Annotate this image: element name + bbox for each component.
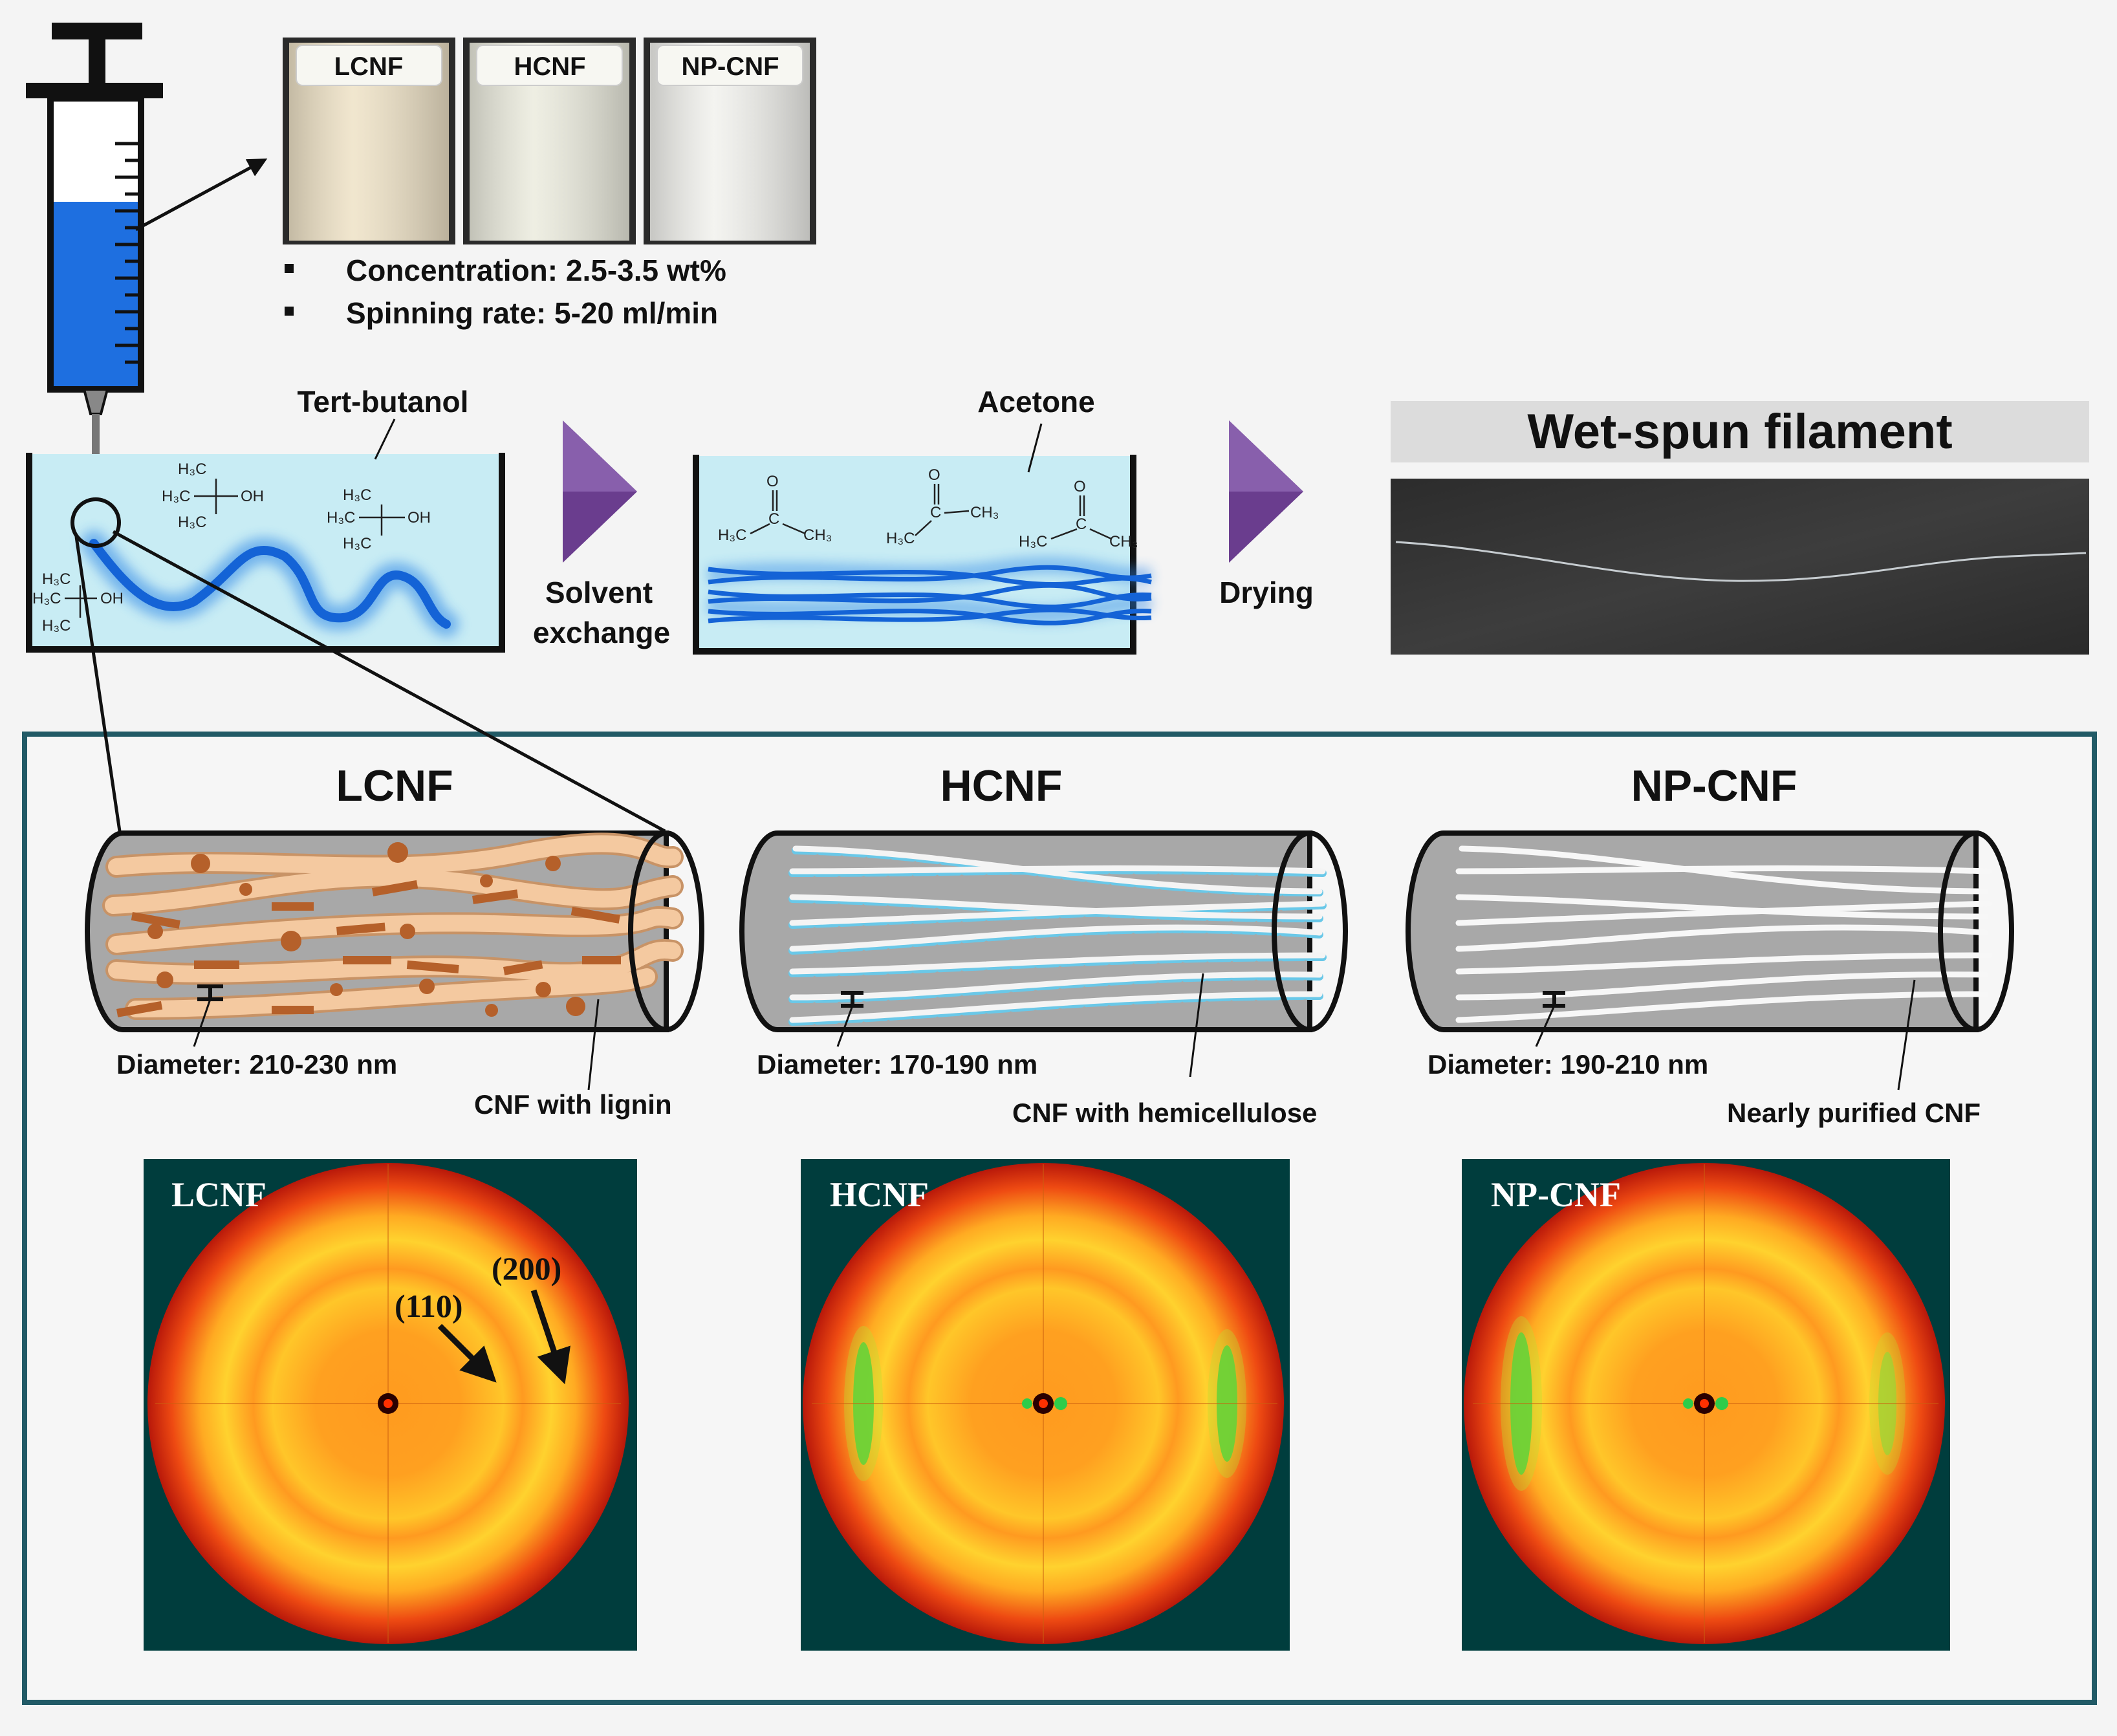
container-photo-lcnf: LCNF — [283, 38, 455, 244]
fiber-composition-lcnf: CNF with lignin — [474, 1089, 672, 1120]
fiber-composition-np-cnf: Nearly purified CNF — [1727, 1098, 1981, 1128]
svg-text:O: O — [766, 473, 779, 490]
svg-text:H₃C: H₃C — [886, 530, 915, 547]
acetone-label: Acetone — [977, 385, 1094, 418]
label-leader-line — [1535, 1005, 1556, 1047]
svg-text:H₃C: H₃C — [32, 590, 61, 607]
fiber-composition-hcnf: CNF with hemicellulose — [1012, 1098, 1317, 1128]
bullet-icon — [285, 264, 294, 273]
syringe-liquid — [54, 202, 138, 386]
xrd-peak-200-label: (200) — [492, 1250, 561, 1286]
solvent-exchange-label: exchange — [533, 616, 670, 649]
xrd-pattern-lcnf: LCNF (110) (200) — [144, 1159, 637, 1651]
svg-text:H₃C: H₃C — [178, 514, 206, 531]
acetone-bath: O C H₃C CH₃ O C H₃C CH₃ O C H₃C CH₃ — [693, 455, 1153, 655]
tert-butanol-bath: H₃C H₃C H₃C OH H₃C H₃C H₃C OH H₃C H₃C H₃… — [26, 453, 505, 653]
solvent-exchange-label: Solvent — [545, 576, 653, 609]
label-leader-line — [374, 418, 396, 460]
svg-text:CH₃: CH₃ — [970, 504, 999, 521]
svg-text:H₃C: H₃C — [162, 488, 190, 505]
svg-text:C: C — [768, 510, 779, 528]
xrd-label-lcnf: LCNF — [171, 1175, 266, 1214]
zoom-line-left — [74, 536, 122, 832]
label-leader-line — [1189, 973, 1204, 1078]
label-leader-line — [1897, 979, 1916, 1090]
lignin-particles — [116, 842, 621, 1017]
svg-text:H₃C: H₃C — [178, 461, 206, 478]
xrd-peak-200-arrow — [530, 1289, 570, 1385]
label-leader-line — [1027, 423, 1043, 473]
svg-text:H₃C: H₃C — [42, 617, 71, 635]
acetone-molecule: O C H₃C CH₃ — [886, 466, 999, 547]
svg-text:CH₃: CH₃ — [1109, 533, 1138, 550]
xrd-peak-110-label: (110) — [395, 1288, 463, 1324]
xrd-pattern-hcnf: HCNF — [801, 1159, 1290, 1651]
syringe-icon — [26, 23, 268, 505]
svg-text:H₃C: H₃C — [343, 535, 371, 552]
svg-text:H₃C: H₃C — [343, 486, 371, 504]
svg-text:H₃C: H₃C — [327, 509, 355, 526]
magnify-circle-icon — [71, 497, 121, 548]
container-label-np-cnf: NP-CNF — [681, 52, 779, 81]
xrd-peak-110-arrow — [437, 1323, 497, 1383]
bullet-icon — [285, 307, 294, 316]
xrd-label-hcnf: HCNF — [830, 1175, 929, 1214]
fiber-title-np-cnf: NP-CNF — [1631, 761, 1797, 810]
acetone-molecule: O C H₃C CH₃ — [718, 473, 832, 544]
fiber-diameter-np-cnf: Diameter: 190-210 nm — [1428, 1049, 1708, 1080]
tert-butanol-label: Tert-butanol — [298, 385, 469, 418]
tert-butanol-molecule: H₃C H₃C H₃C OH — [327, 486, 431, 552]
zoom-line-right — [112, 530, 666, 833]
svg-text:OH: OH — [241, 488, 264, 505]
spinning-rate-text: Spinning rate: 5-20 ml/min — [346, 296, 718, 330]
label-leader-line — [836, 1005, 854, 1047]
container-label-lcnf: LCNF — [334, 52, 404, 81]
filament-photo — [1391, 479, 2089, 655]
syringe-pointer-arrow — [135, 158, 268, 232]
svg-text:OH: OH — [407, 509, 431, 526]
filament-strand — [1395, 541, 2087, 582]
svg-text:H₃C: H₃C — [718, 526, 746, 544]
svg-text:CH₃: CH₃ — [803, 526, 832, 544]
concentration-text: Concentration: 2.5-3.5 wt% — [346, 254, 726, 287]
label-leader-line — [193, 999, 212, 1047]
fiber-title-hcnf: HCNF — [940, 761, 1063, 810]
fiber-cylinder-np-cnf — [1406, 830, 2014, 1032]
label-leader-line — [587, 999, 600, 1090]
xrd-label-np-cnf: NP-CNF — [1491, 1175, 1621, 1214]
svg-text:C: C — [930, 504, 941, 521]
acetone-molecule: O C H₃C CH₃ — [1019, 478, 1138, 550]
fiber-cylinder-lcnf — [85, 830, 704, 1032]
filament-title-bar — [1391, 401, 2089, 462]
svg-text:C: C — [1076, 515, 1087, 533]
container-label-hcnf: HCNF — [514, 52, 585, 81]
drying-label: Drying — [1219, 576, 1314, 609]
xrd-pattern-np-cnf: NP-CNF — [1462, 1159, 1950, 1651]
svg-text:OH: OH — [100, 590, 124, 607]
filament-title: Wet-spun filament — [1527, 404, 1952, 459]
svg-text:O: O — [928, 466, 940, 484]
svg-text:H₃C: H₃C — [42, 570, 71, 588]
container-photo-hcnf: HCNF — [463, 38, 636, 244]
fiber-diameter-lcnf: Diameter: 210-230 nm — [116, 1049, 397, 1080]
fiber-diameter-hcnf: Diameter: 170-190 nm — [757, 1049, 1037, 1080]
svg-text:H₃C: H₃C — [1019, 533, 1047, 550]
container-photo-np-cnf: NP-CNF — [644, 38, 816, 244]
tert-butanol-molecule: H₃C H₃C H₃C OH — [162, 461, 264, 531]
fiber-cylinder-hcnf — [739, 830, 1348, 1032]
tert-butanol-molecule: H₃C H₃C H₃C OH — [32, 570, 124, 635]
svg-text:O: O — [1074, 478, 1086, 495]
fiber-title-lcnf: LCNF — [336, 761, 453, 810]
